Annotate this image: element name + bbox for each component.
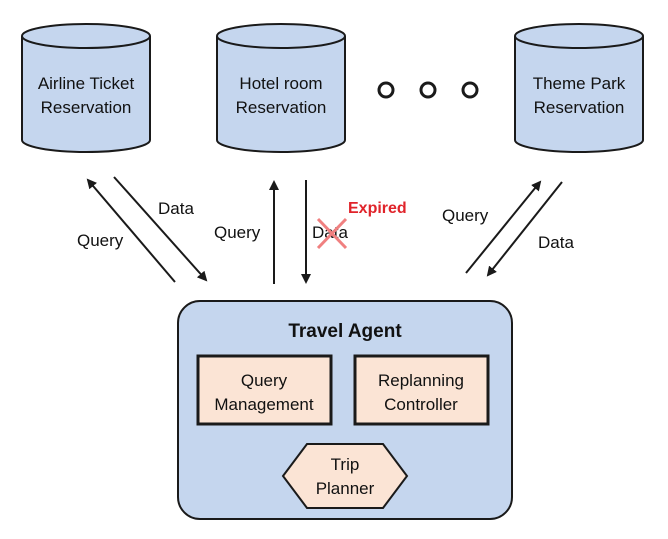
ellipsis-dot	[377, 81, 395, 99]
travel-agent-title: Travel Agent	[288, 321, 402, 342]
query-label-left: Query	[77, 231, 124, 250]
data-arrow-right	[486, 181, 563, 277]
query-management-label: Query	[241, 371, 288, 390]
query-label-right: Query	[442, 206, 489, 225]
trip-planner-label: Trip	[331, 455, 360, 474]
data-arrow-left	[113, 176, 208, 282]
database-theme-park: Theme Park Reservation	[514, 23, 644, 153]
database-label: Hotel room	[239, 74, 322, 93]
database-label: Reservation	[534, 98, 625, 117]
ellipsis-dot	[419, 81, 437, 99]
travel-agent-box: Travel Agent Query Management Replanning…	[177, 300, 513, 520]
replanning-controller-box: Replanning Controller	[353, 354, 490, 426]
ellipsis-dot	[461, 81, 479, 99]
replanning-controller-label: Replanning	[378, 371, 464, 390]
query-arrow-right	[465, 180, 542, 274]
database-airline: Airline Ticket Reservation	[21, 23, 151, 153]
query-label-middle: Query	[214, 223, 261, 242]
database-label: Reservation	[41, 98, 132, 117]
trip-planner-hexagon: Trip Planner	[281, 443, 409, 509]
query-arrow-left	[86, 178, 176, 283]
database-label: Airline Ticket	[38, 74, 135, 93]
data-label-right: Data	[538, 233, 574, 252]
database-label: Theme Park	[533, 74, 626, 93]
query-management-label: Management	[214, 395, 314, 414]
database-hotel: Hotel room Reservation	[216, 23, 346, 153]
ellipsis-dots	[377, 81, 479, 99]
data-label-left: Data	[158, 199, 194, 218]
database-label: Reservation	[236, 98, 327, 117]
trip-planner-label: Planner	[316, 479, 375, 498]
expired-label: Expired	[348, 200, 407, 217]
replanning-controller-label: Controller	[384, 395, 458, 414]
cross-icon	[316, 217, 348, 250]
query-management-box: Query Management	[196, 354, 333, 426]
